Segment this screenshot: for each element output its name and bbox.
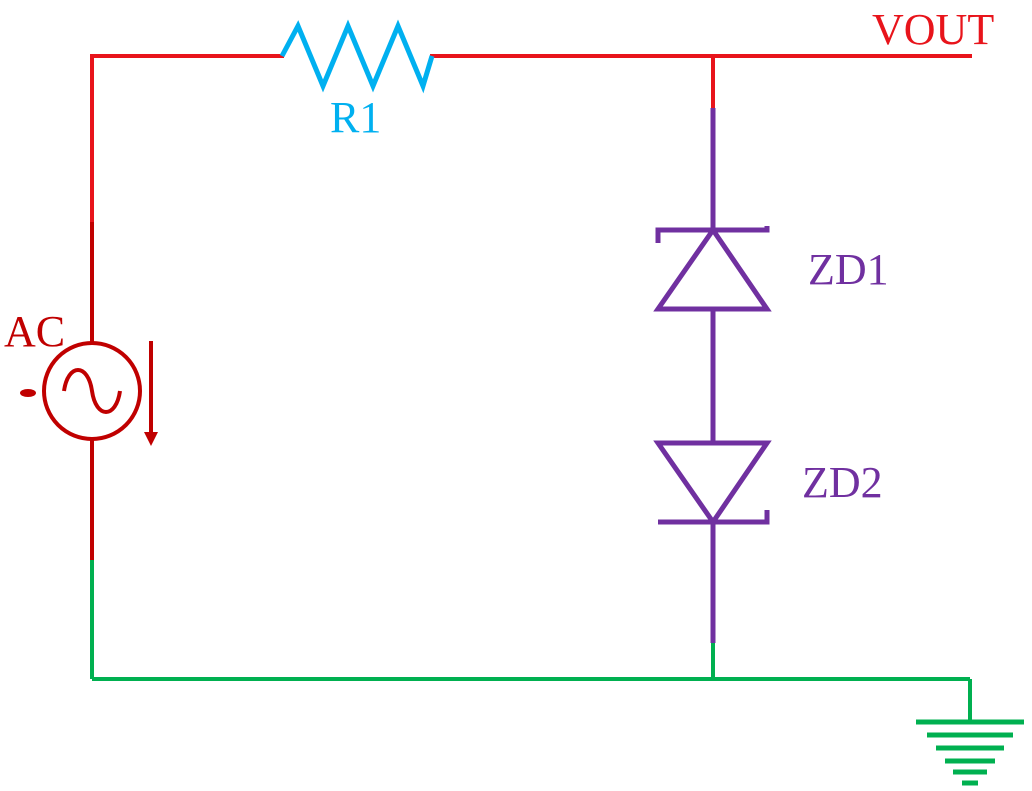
r1-label: R1 — [330, 93, 381, 142]
ac-source-icon — [20, 222, 158, 560]
current-arrow-head-icon — [144, 432, 158, 446]
ground-icon — [916, 719, 1024, 786]
ground-net-wires — [90, 560, 972, 722]
resistor-icon — [279, 19, 435, 94]
zener-branch — [653, 108, 772, 643]
zd2-label: ZD2 — [802, 458, 883, 507]
sine-wave-icon — [62, 368, 122, 414]
zd1-label: ZD1 — [808, 245, 889, 294]
zd2-cathode-bar — [658, 510, 770, 525]
ac-label: AC — [4, 307, 65, 356]
source-small-mark-icon — [20, 389, 36, 397]
zd1-triangle — [653, 225, 772, 312]
vout-net-wires — [90, 54, 972, 224]
zener-diode-icon — [653, 440, 772, 527]
vout-label: VOUT — [872, 5, 994, 54]
zener-diode-icon — [653, 225, 772, 312]
zd2-triangle — [653, 440, 772, 527]
